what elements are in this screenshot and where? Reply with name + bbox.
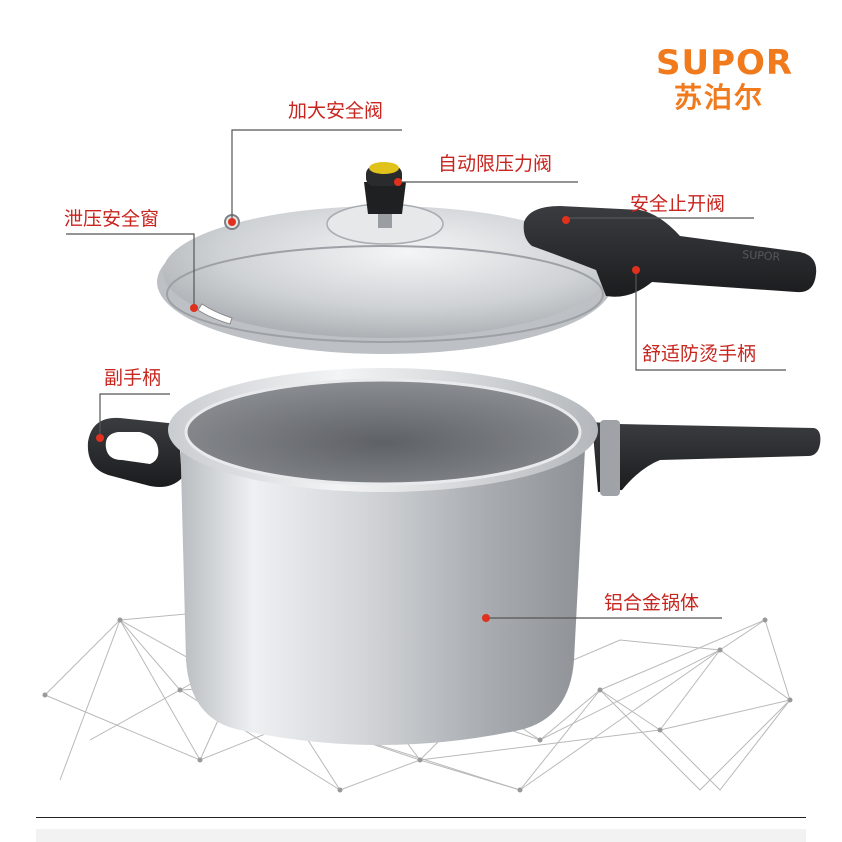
callout-lines: [66, 129, 786, 619]
lid-handle: [523, 206, 817, 297]
pot-lid: SUPOR: [157, 203, 817, 354]
label-auxiliary-handle: 副手柄: [104, 367, 162, 389]
label-large-safety-valve: 加大安全阀: [288, 100, 384, 122]
label-pressure-release-window: 泄压安全窗: [64, 208, 160, 230]
label-aluminum-alloy-body: 铝合金锅体: [604, 592, 700, 614]
bottom-strip: [36, 829, 806, 842]
main-handle: [592, 422, 821, 492]
brand-logo-chinese: 苏泊尔: [674, 81, 765, 114]
pot-body: [87, 368, 821, 745]
callout-dots: [96, 178, 640, 622]
label-comfort-anti-scald-handle: 舒适防烫手柄: [642, 343, 757, 365]
pressure-valve-icon: [364, 162, 406, 228]
label-auto-pressure-limit-valve: 自动限压力阀: [438, 153, 553, 175]
handle-embossed-text: SUPOR: [742, 248, 781, 264]
brand-logo-latin: SUPOR: [656, 43, 794, 83]
label-safety-open-stop-valve: 安全止开阀: [630, 193, 726, 215]
bottom-divider: [36, 817, 806, 818]
